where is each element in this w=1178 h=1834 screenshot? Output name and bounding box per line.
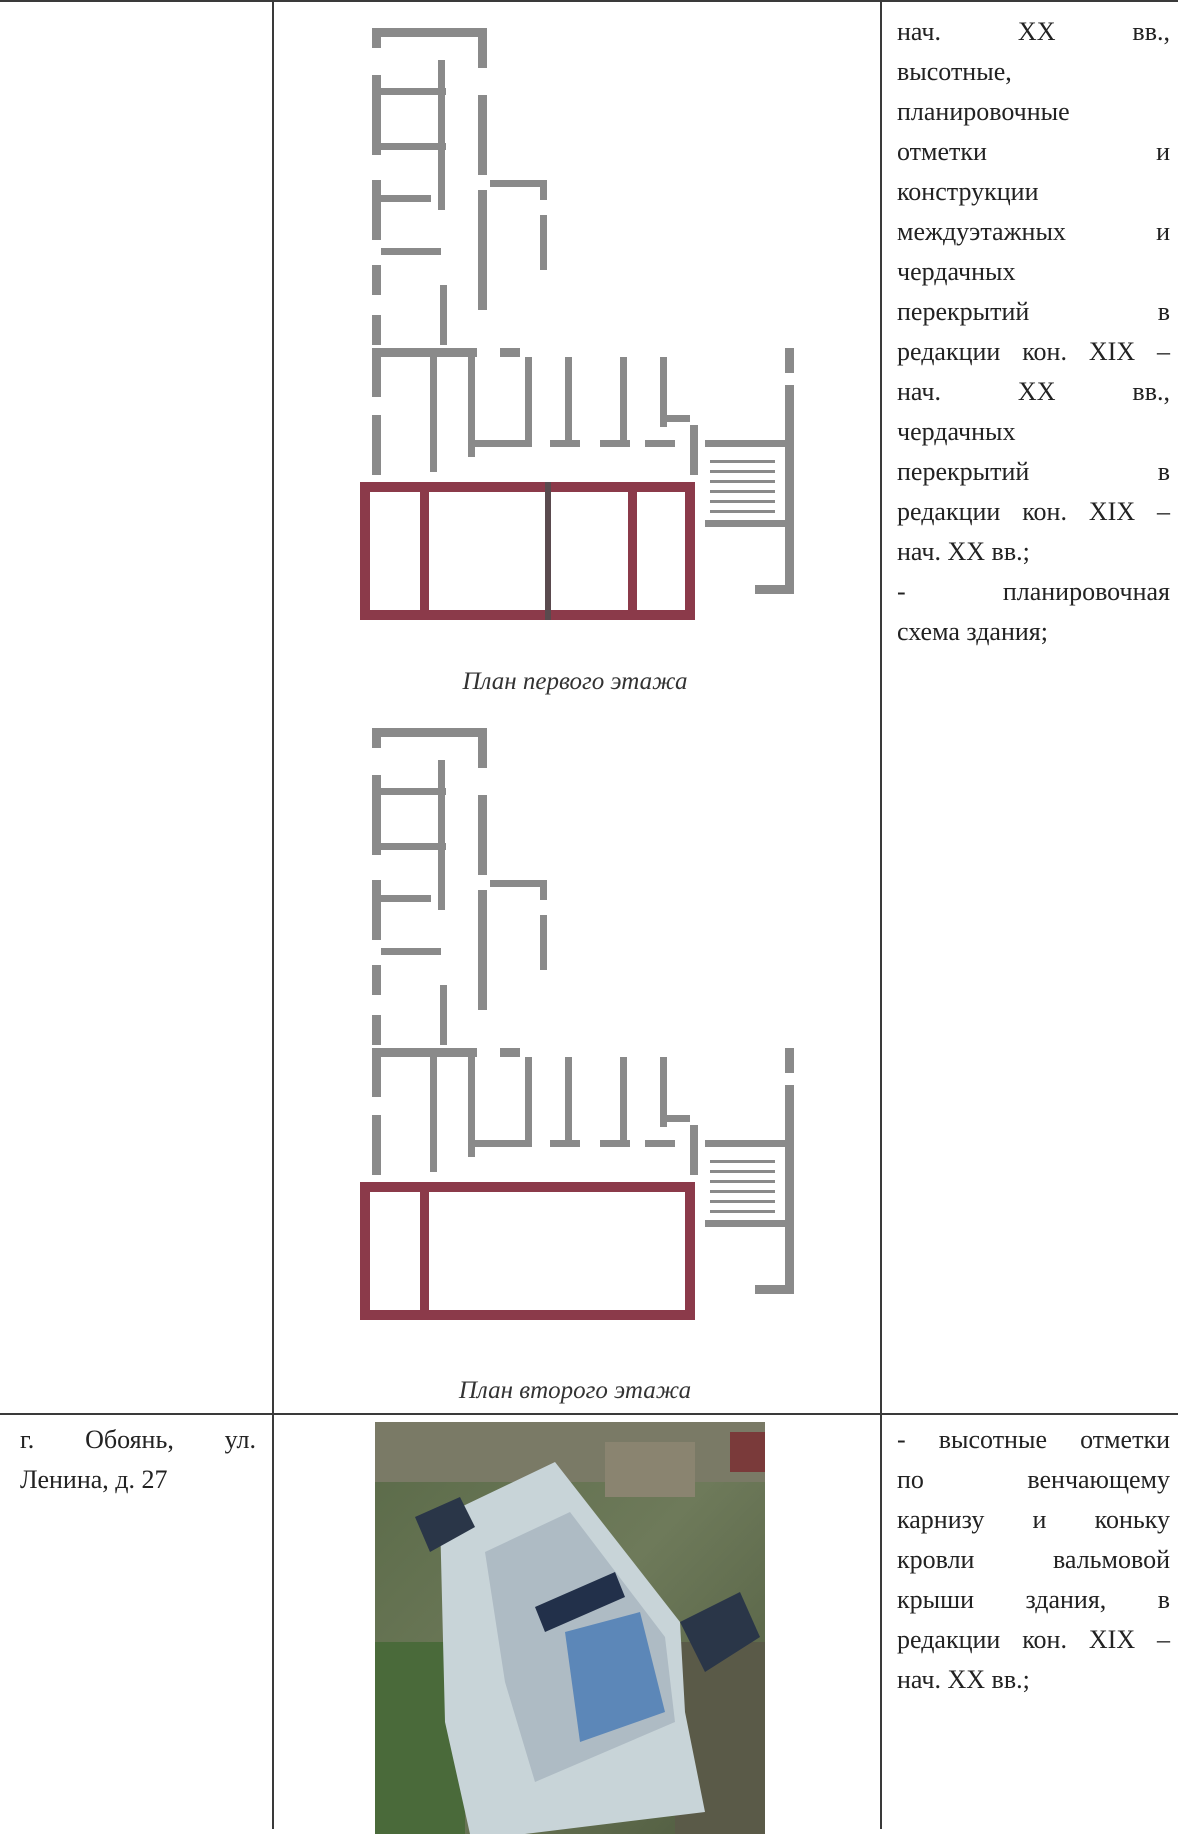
row1-description-line: междуэтажных и [897,217,1170,246]
column-divider-2 [880,0,882,1829]
row1-description-line: высотные, [897,57,1012,86]
row1-description-line: редакции кон. XIX – [897,497,1170,526]
row1-description-lines: нач. XX вв., высотные, планировочные отметк… [897,12,1170,652]
row2-description: - высотные отметки по венчающему карнизу и… [897,1420,1170,1700]
row2-description-line: крыши здания, в [897,1585,1170,1614]
row2-address: г. Обоянь, ул. Ленина, д. 27 [20,1420,256,1500]
row1-description-line: нач. XX вв.; [897,537,1030,566]
row2-description-line: кровли вальмовой [897,1545,1170,1574]
row2-description-lines: - высотные отметки по венчающему карнизу и… [897,1420,1170,1700]
row2-address-line: Ленина, д. 27 [20,1465,168,1494]
second-floor-plan-caption: План второго этажа [458,1377,692,1404]
row2-description-line: нач. XX вв.; [897,1665,1030,1694]
aerial-photo [375,1422,765,1834]
row1-description: нач. XX вв., высотные, планировочные отметк… [897,12,1170,652]
row1-description-line: планировочные [897,97,1070,126]
row1-description-line: перекрытий в [897,297,1170,326]
row1-description-line: редакции кон. XIX – [897,337,1170,366]
table-border-top [0,0,1178,2]
second-floor-plan [360,728,794,1320]
row2-description-line: карнизу и коньку [897,1505,1170,1534]
row2-description-line: по венчающему [897,1465,1170,1494]
row1-description-line: - планировочная [897,577,1170,606]
first-floor-plan-caption: План первого этажа [462,668,688,695]
row1-description-line: перекрытий в [897,457,1170,486]
row2-description-line: - высотные отметки [897,1425,1170,1454]
row1-description-line: схема здания; [897,617,1048,646]
column-divider-1 [272,0,274,1829]
row1-description-line: конструкции [897,177,1039,206]
row1-description-line: чердачных [897,417,1016,446]
first-floor-plan [360,28,794,620]
row1-description-line: отметки и [897,137,1170,166]
row1-description-line: нач. XX вв., [897,377,1170,406]
row2-description-line: редакции кон. XIX – [897,1625,1170,1654]
row2-address-line: г. Обоянь, ул. [20,1425,256,1454]
row2-address-lines: г. Обоянь, ул. Ленина, д. 27 [20,1420,256,1500]
row1-description-line: нач. XX вв., [897,17,1170,46]
row-divider [0,1413,1178,1415]
row1-description-line: чердачных [897,257,1016,286]
